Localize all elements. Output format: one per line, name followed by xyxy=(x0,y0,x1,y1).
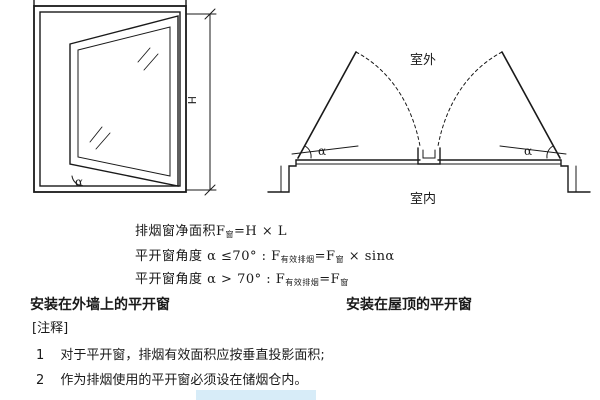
wall-angle-label: α xyxy=(75,175,84,189)
note-number: 1 xyxy=(36,348,45,363)
note-item: 1 对于平开窗，排烟有效面积应按垂直投影面积; xyxy=(36,349,325,362)
large-angle-formula: 平开窗角度 α > 70° : F有效排烟=F窗 xyxy=(135,272,349,287)
inside-label: 室内 xyxy=(410,192,437,207)
roof-window-caption: 安装在屋顶的平开窗 xyxy=(346,297,472,313)
note-number: 2 xyxy=(36,373,45,388)
roof-angle-label-left: α xyxy=(318,144,327,158)
height-dimension-label: H xyxy=(185,96,198,105)
small-angle-formula: 平开窗角度 α ≤70° : F有效排烟=F窗 × sinα xyxy=(135,249,395,264)
wall-window-figure xyxy=(33,0,217,196)
wall-window-caption: 安装在外墙上的平开窗 xyxy=(30,297,170,313)
note-item: 2 作为排烟使用的平开窗必须设在储烟仓内。 xyxy=(36,374,307,387)
outside-label: 室外 xyxy=(410,53,437,68)
note-text: 对于平开窗，排烟有效面积应按垂直投影面积; xyxy=(60,348,325,363)
note-text: 作为排烟使用的平开窗必须设在储烟仓内。 xyxy=(60,373,308,388)
notes-header: [注释] xyxy=(32,321,69,336)
highlight-band xyxy=(196,390,316,400)
roof-window-figure xyxy=(267,51,591,193)
net-area-formula: 排烟窗净面积F窗=H × L xyxy=(135,224,288,239)
roof-angle-label-right: α xyxy=(524,144,533,158)
